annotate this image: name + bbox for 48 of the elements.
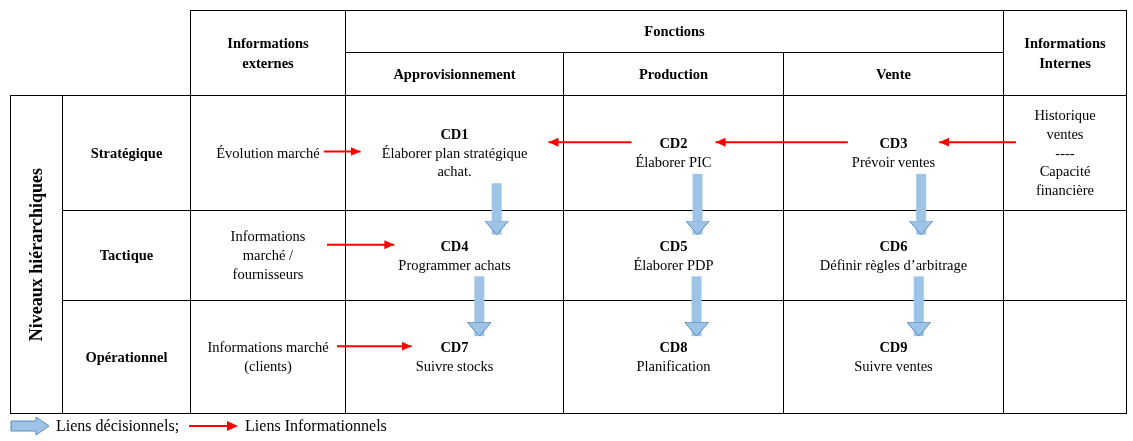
info-text: Informations marché (clients) <box>206 338 330 376</box>
column-header: Approvisionnement <box>393 64 516 84</box>
decision-code: CD7 <box>439 338 470 357</box>
info-text: Informations marché / fournisseurs <box>229 227 307 284</box>
decision-text: Définir règles d’arbitrage <box>819 255 968 275</box>
legend-text: Liens Informationnels <box>245 417 387 435</box>
decision-code: CD5 <box>658 236 689 256</box>
decision-code: CD1 <box>439 124 470 144</box>
decision-arrow <box>906 276 932 337</box>
information-arrow <box>714 137 849 147</box>
information-arrow <box>547 137 633 147</box>
decision-code: CD9 <box>878 338 909 357</box>
information-arrow <box>938 137 1017 147</box>
legend-text: Liens décisionnels; <box>56 417 180 435</box>
column-header: Vente <box>876 64 911 84</box>
decision-code: CD4 <box>439 236 470 256</box>
row-header: Opérationnel <box>85 347 168 367</box>
decision-arrow <box>908 173 934 236</box>
information-arrow <box>326 240 396 250</box>
info-text: ---- <box>1054 143 1076 163</box>
information-arrow <box>322 147 362 157</box>
column-header: Informations Internes <box>1023 33 1107 73</box>
column-header: Fonctions <box>644 22 705 42</box>
decision-arrow <box>684 276 710 337</box>
decision-arrow <box>466 276 492 337</box>
decision-text: Élaborer plan stratégique achat. <box>380 143 529 182</box>
decision-code: CD3 <box>878 134 909 153</box>
decision-text: Élaborer PIC <box>635 153 712 172</box>
decision-code: CD2 <box>658 134 689 153</box>
decision-text: Prévoir ventes <box>851 153 936 172</box>
info-text: Évolution marché <box>216 143 320 163</box>
row-header: Tactique <box>99 246 154 266</box>
decision-text: Planification <box>636 357 711 376</box>
decision-text: Suivre ventes <box>854 357 933 376</box>
row-group-header: Niveaux hiérarchiques <box>24 167 47 342</box>
decision-code: CD8 <box>658 338 689 357</box>
info-text: Historique ventes <box>1033 105 1097 144</box>
decision-code: CD6 <box>878 236 909 256</box>
decision-text: Programmer achats <box>398 255 511 275</box>
row-header: Stratégique <box>90 143 163 163</box>
column-header: Informations externes <box>226 33 310 73</box>
decision-arrow <box>484 183 510 236</box>
decision-text: Suivre stocks <box>415 357 494 376</box>
info-text: Capacité financière <box>1035 162 1095 201</box>
decision-text: Élaborer PDP <box>633 255 714 275</box>
decision-arrow <box>685 173 711 236</box>
column-header: Production <box>639 64 708 84</box>
information-arrow <box>336 341 413 351</box>
